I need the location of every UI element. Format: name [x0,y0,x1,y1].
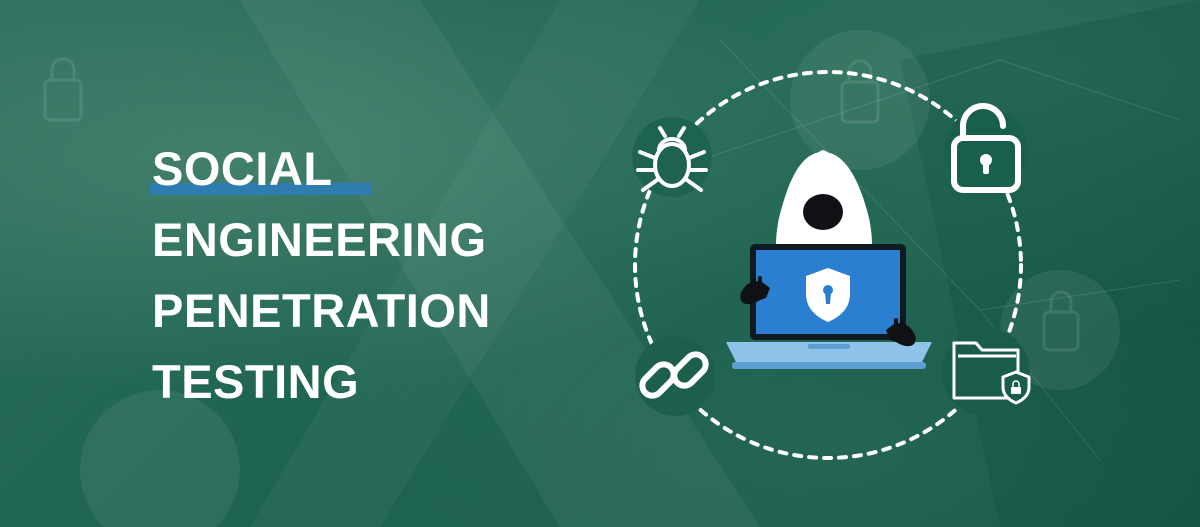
folder-shield-icon [952,341,1031,405]
hacker-icon [776,150,872,246]
headline-line-1-wrap: SOCIAL [150,133,372,204]
headline-line-4: TESTING [152,355,360,408]
gloved-hands [740,276,916,347]
accent-underline [150,183,372,195]
headline-line-2: ENGINEERING [152,213,487,266]
headline-line-3: PENETRATION [152,284,491,337]
headline-line-1: SOCIAL [152,142,333,195]
dashed-ring [633,70,1023,460]
chain-link-icon [639,351,709,399]
padlock-open-icon [951,103,1021,193]
shield-keyhole-icon [806,268,850,322]
headline: SOCIAL ENGINEERING PENETRATION TESTING [150,133,491,417]
hacker-illustration [632,70,1031,460]
bug-icon [636,126,708,192]
